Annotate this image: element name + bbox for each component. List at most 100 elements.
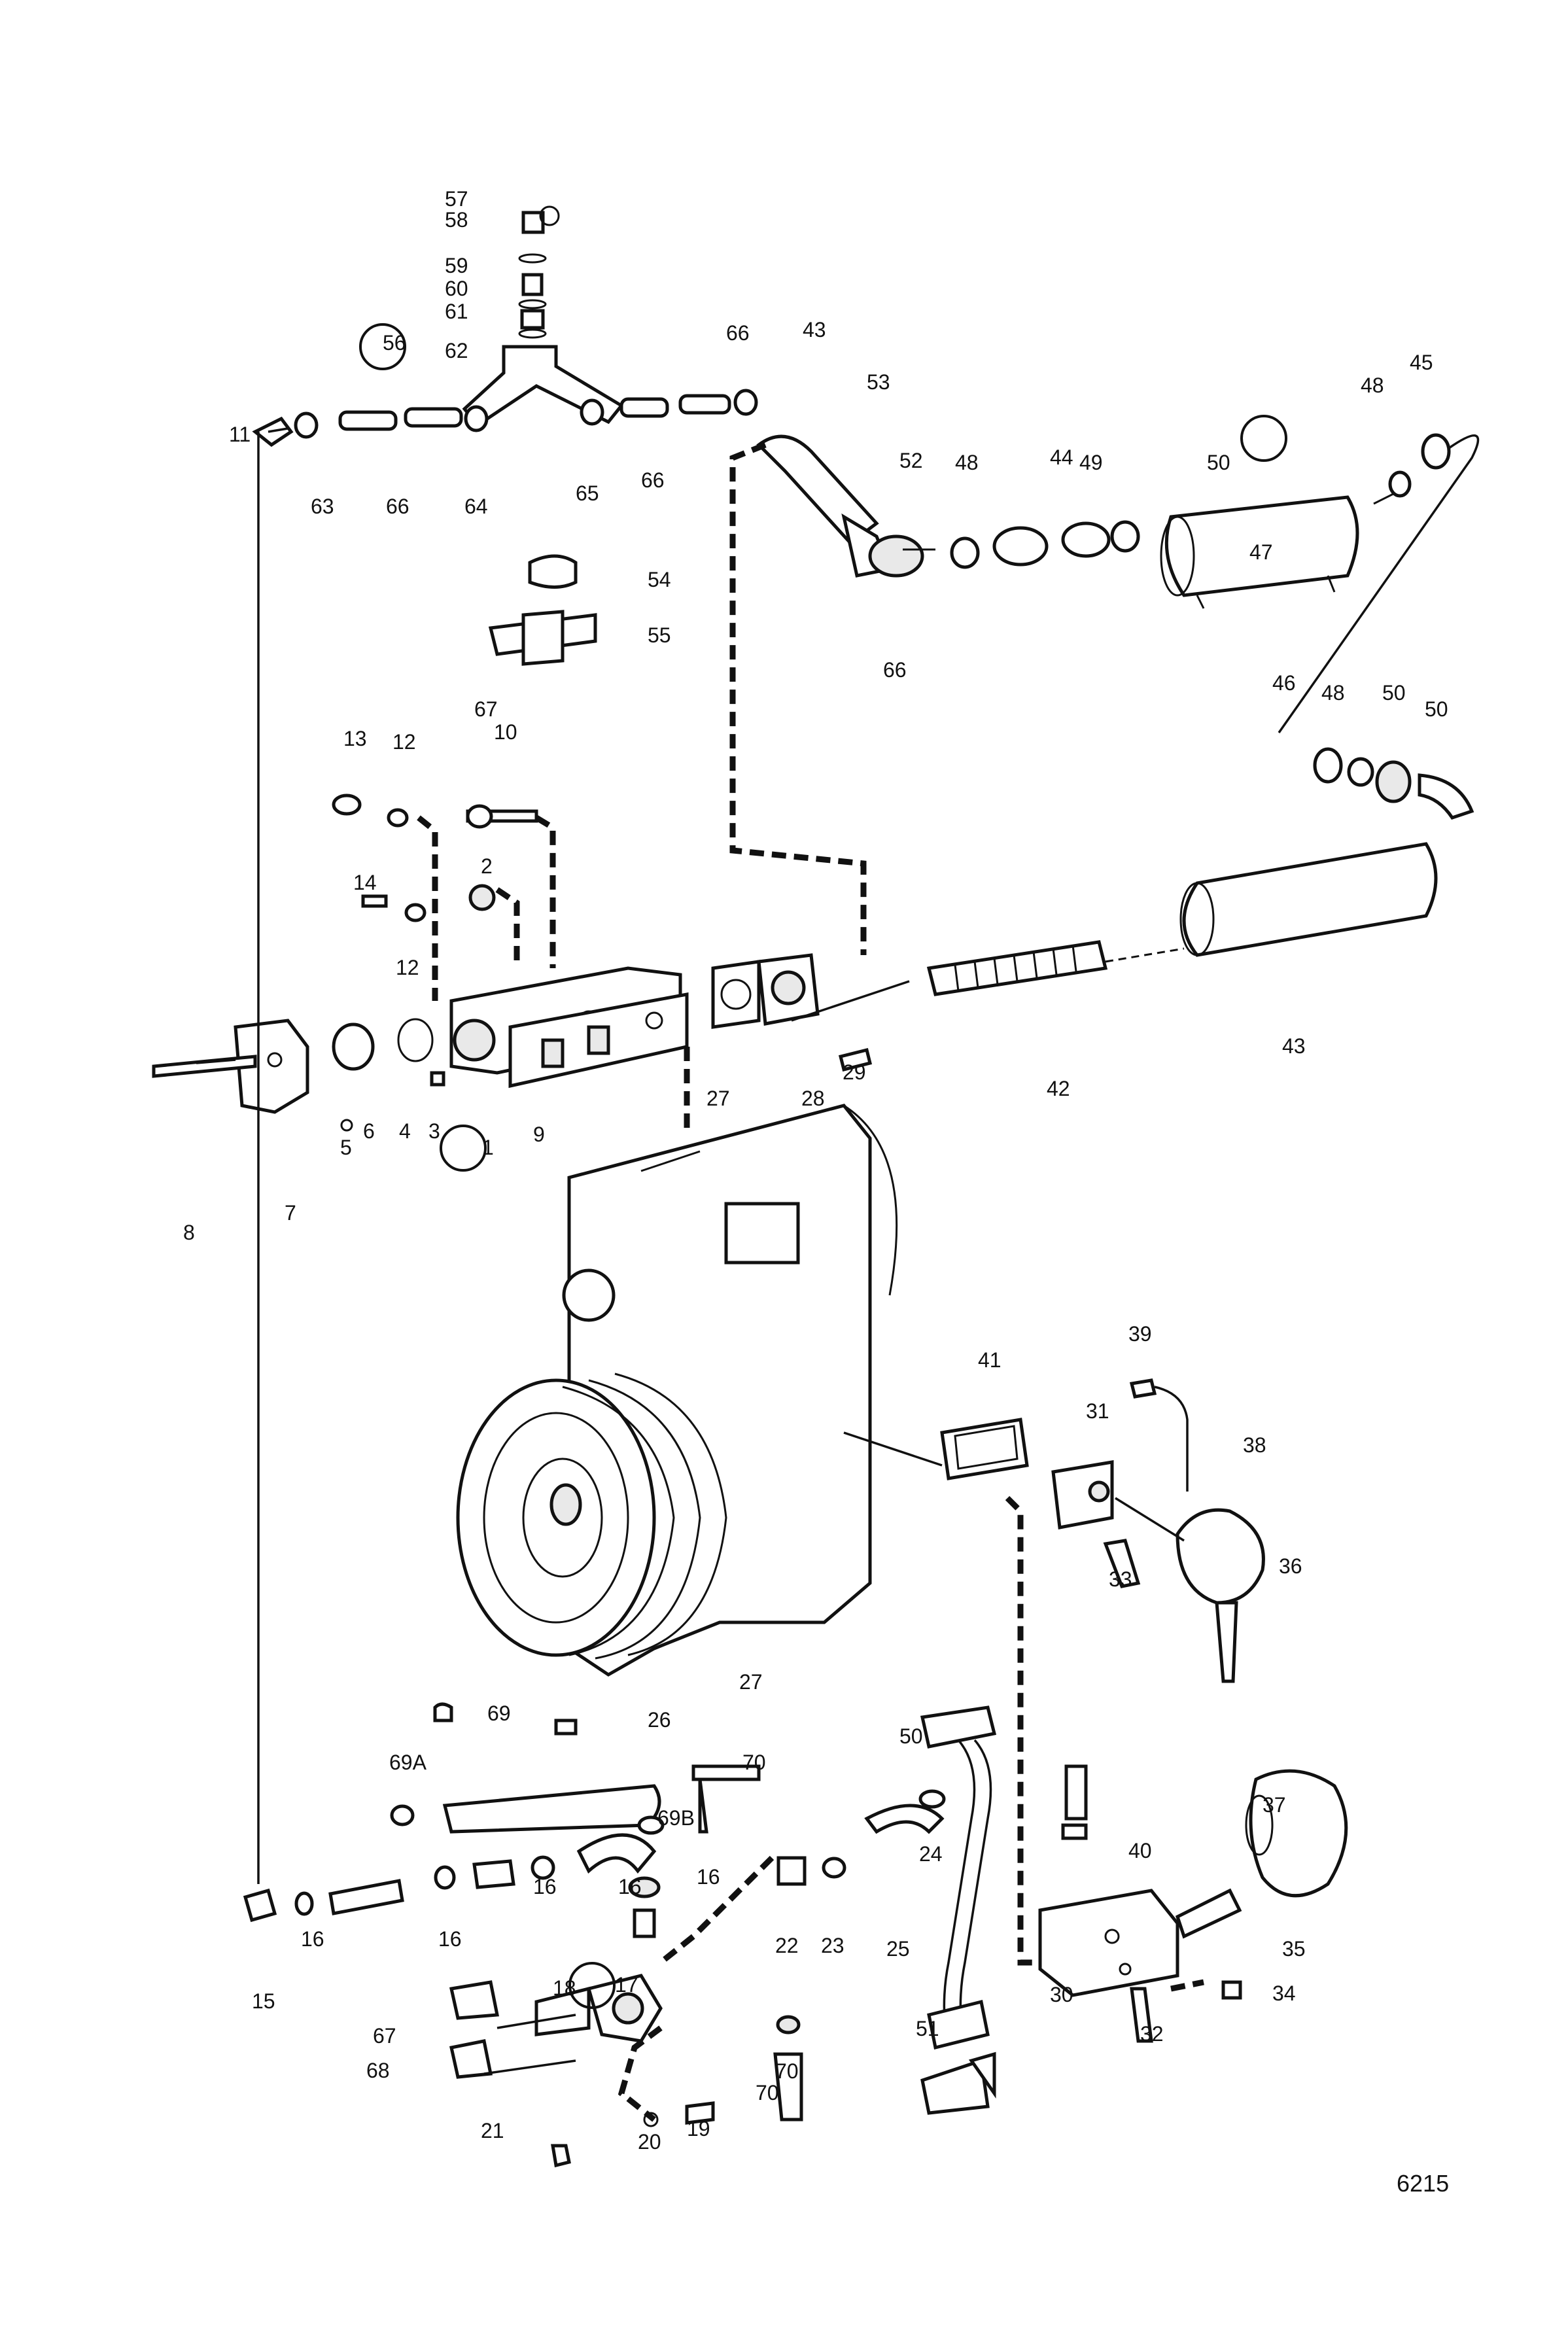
part-label-51: 51 bbox=[916, 2017, 939, 2040]
part-label-16: 16 bbox=[618, 1875, 642, 1898]
part-label-9: 9 bbox=[533, 1123, 545, 1146]
part-label-69A: 69A bbox=[389, 1751, 427, 1774]
part-label-53: 53 bbox=[867, 370, 890, 394]
exhaust-manifold bbox=[449, 966, 689, 1089]
part-label-44: 44 bbox=[1050, 445, 1073, 469]
flange-parts bbox=[711, 953, 820, 1029]
part-label-11: 11 bbox=[229, 423, 251, 446]
part-label-12: 12 bbox=[396, 956, 419, 979]
part-label-64: 64 bbox=[464, 495, 488, 518]
part-label-31: 31 bbox=[1086, 1399, 1109, 1423]
part-label-70: 70 bbox=[756, 2081, 779, 2104]
part-label-43: 43 bbox=[803, 318, 826, 341]
part-label-50: 50 bbox=[899, 1724, 923, 1748]
part-label-28: 28 bbox=[801, 1087, 825, 1110]
part-label-20: 20 bbox=[638, 2130, 661, 2154]
part-label-67: 67 bbox=[474, 697, 498, 721]
part-label-13: 13 bbox=[343, 727, 367, 750]
part-label-69B: 69B bbox=[657, 1806, 695, 1830]
part-label-2: 2 bbox=[481, 854, 493, 878]
part-label-27: 27 bbox=[706, 1087, 730, 1110]
leader-lines bbox=[196, 427, 1204, 2122]
y-fitting-assembly bbox=[252, 205, 758, 666]
part-label-16: 16 bbox=[697, 1865, 720, 1889]
part-label-66: 66 bbox=[641, 468, 665, 492]
part-label-38: 38 bbox=[1243, 1433, 1266, 1457]
part-label-32: 32 bbox=[1140, 2022, 1164, 2046]
part-label-68: 68 bbox=[366, 2059, 390, 2082]
part-label-21: 21 bbox=[481, 2119, 504, 2142]
part-label-62: 62 bbox=[445, 339, 468, 362]
part-label-16: 16 bbox=[533, 1875, 557, 1898]
part-label-37: 37 bbox=[1263, 1793, 1286, 1817]
part-label-47: 47 bbox=[1249, 540, 1273, 564]
part-label-63: 63 bbox=[311, 495, 334, 518]
part-label-50: 50 bbox=[1382, 681, 1406, 705]
part-label-58: 58 bbox=[445, 208, 468, 232]
part-label-24: 24 bbox=[919, 1842, 943, 1866]
part-label-67: 67 bbox=[373, 2024, 396, 2048]
circled-label-ring-59 bbox=[359, 323, 406, 370]
part-label-45: 45 bbox=[1410, 351, 1433, 374]
part-label-48: 48 bbox=[955, 451, 979, 474]
part-label-3: 3 bbox=[428, 1119, 440, 1143]
part-label-57: 57 bbox=[445, 187, 468, 211]
part-label-39: 39 bbox=[1128, 1322, 1152, 1346]
part-label-30: 30 bbox=[1050, 1983, 1073, 2006]
part-label-17: 17 bbox=[615, 1973, 638, 1997]
part-label-14: 14 bbox=[353, 871, 377, 894]
part-label-48: 48 bbox=[1361, 374, 1384, 397]
part-label-50: 50 bbox=[1425, 697, 1448, 721]
part-label-19: 19 bbox=[687, 2117, 710, 2140]
part-label-52: 52 bbox=[899, 449, 923, 472]
part-label-26: 26 bbox=[648, 1708, 671, 1732]
part-label-10: 10 bbox=[494, 720, 517, 744]
part-label-61: 61 bbox=[445, 300, 468, 323]
part-label-50: 50 bbox=[1207, 451, 1230, 474]
part-label-54: 54 bbox=[648, 568, 671, 591]
part-label-66: 66 bbox=[726, 321, 750, 345]
figure-number: 6215 bbox=[1397, 2170, 1449, 2197]
part-label-15: 15 bbox=[252, 1989, 275, 2013]
muffler-assembly bbox=[926, 842, 1438, 996]
circled-label-ring-49 bbox=[1240, 415, 1287, 462]
part-label-22: 22 bbox=[775, 1934, 799, 1957]
part-label-16: 16 bbox=[438, 1927, 462, 1951]
part-label-69: 69 bbox=[487, 1702, 511, 1725]
part-label-8: 8 bbox=[183, 1221, 195, 1244]
part-label-35: 35 bbox=[1282, 1937, 1306, 1961]
thermostat-housing-parts bbox=[152, 794, 873, 1132]
part-label-29: 29 bbox=[843, 1060, 866, 1084]
part-label-34: 34 bbox=[1272, 1982, 1296, 2005]
part-label-59: 59 bbox=[445, 254, 468, 277]
part-label-6: 6 bbox=[363, 1119, 375, 1143]
part-label-4: 4 bbox=[399, 1119, 411, 1143]
part-label-23: 23 bbox=[821, 1934, 845, 1957]
part-label-66: 66 bbox=[883, 658, 907, 682]
part-label-12: 12 bbox=[392, 730, 416, 754]
circled-label-ring-1 bbox=[440, 1125, 487, 1172]
part-label-55: 55 bbox=[648, 623, 671, 647]
part-label-16: 16 bbox=[301, 1927, 324, 1951]
part-label-43: 43 bbox=[1282, 1034, 1306, 1058]
part-label-49: 49 bbox=[1079, 451, 1103, 474]
circled-labels bbox=[359, 323, 1287, 2009]
part-label-66: 66 bbox=[386, 495, 409, 518]
exhaust-pipe-assembly bbox=[756, 433, 1480, 820]
oil-and-bilge-parts bbox=[773, 1378, 1348, 2122]
part-label-7: 7 bbox=[285, 1201, 296, 1225]
part-label-25: 25 bbox=[886, 1937, 910, 1961]
part-label-70: 70 bbox=[742, 1751, 766, 1774]
engine-block bbox=[456, 1104, 898, 1677]
part-label-27: 27 bbox=[739, 1670, 763, 1694]
part-label-65: 65 bbox=[576, 481, 599, 505]
part-label-5: 5 bbox=[340, 1136, 352, 1159]
part-label-42: 42 bbox=[1047, 1077, 1070, 1100]
part-label-48: 48 bbox=[1321, 681, 1345, 705]
part-label-70: 70 bbox=[775, 2059, 799, 2083]
part-label-33: 33 bbox=[1109, 1567, 1132, 1591]
part-label-41: 41 bbox=[978, 1348, 1002, 1372]
part-label-36: 36 bbox=[1279, 1554, 1302, 1578]
